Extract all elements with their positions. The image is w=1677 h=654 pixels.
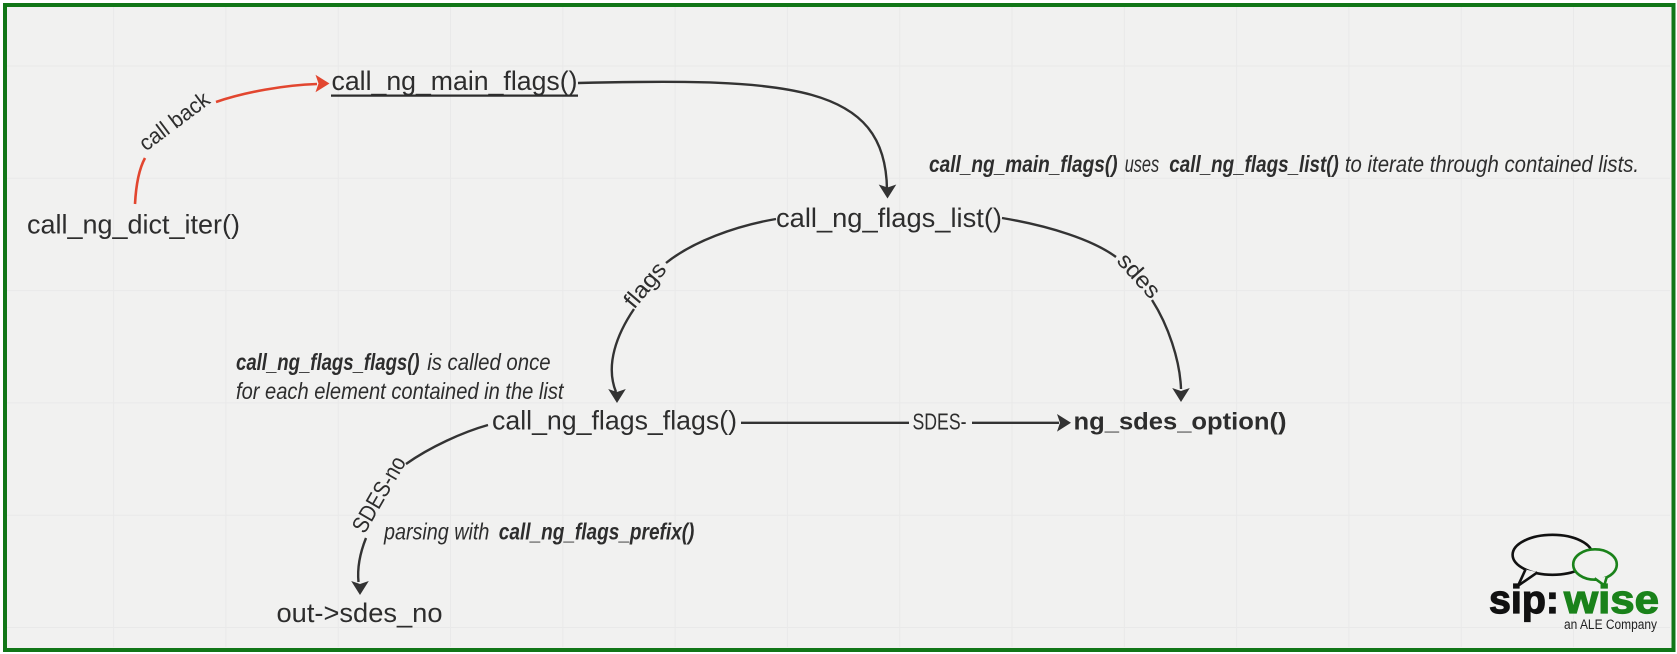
svg-text:out->sdes_no: out->sdes_no: [277, 598, 443, 628]
svg-text:call_ng_flags_flags(): call_ng_flags_flags(): [492, 406, 737, 436]
svg-text:call_ng_flags_prefix(): call_ng_flags_prefix(): [499, 519, 695, 545]
svg-text:sip:: sip:: [1489, 578, 1559, 622]
svg-text:SDES-: SDES-: [913, 409, 967, 435]
svg-text:call_ng_main_flags(): call_ng_main_flags(): [929, 151, 1118, 177]
svg-text:call_ng_main_flags(): call_ng_main_flags(): [332, 66, 578, 96]
svg-text:call_ng_dict_iter(): call_ng_dict_iter(): [27, 210, 240, 240]
svg-text:parsing with: parsing with: [383, 519, 489, 545]
svg-text:to iterate through contained l: to iterate through contained lists.: [1345, 151, 1639, 177]
svg-text:call_ng_flags_list(): call_ng_flags_list(): [1169, 151, 1339, 177]
svg-text:ng_sdes_option(): ng_sdes_option(): [1074, 409, 1287, 436]
svg-text:an ALE Company: an ALE Company: [1564, 617, 1657, 632]
svg-text:wise: wise: [1563, 578, 1659, 622]
svg-text:for each element contained in: for each element contained in the list: [236, 378, 565, 404]
svg-text:is called once: is called once: [427, 349, 550, 375]
svg-text:call_ng_flags_flags(): call_ng_flags_flags(): [236, 349, 420, 375]
svg-text:uses: uses: [1125, 151, 1160, 177]
svg-text:call_ng_flags_list(): call_ng_flags_list(): [776, 203, 1002, 233]
